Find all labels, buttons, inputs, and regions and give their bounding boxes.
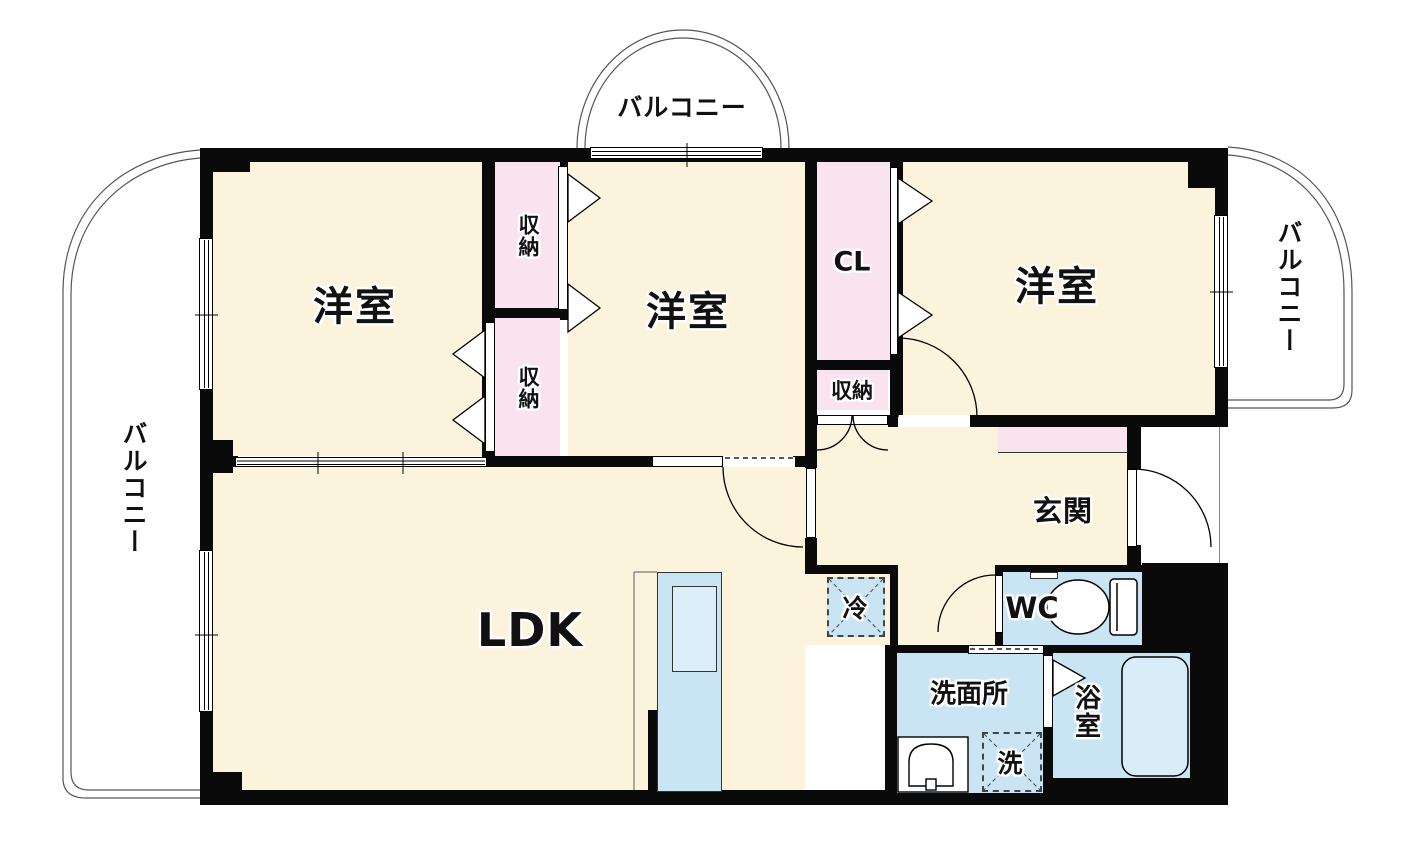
room3-window	[1214, 215, 1228, 368]
room3-label: 洋室	[1015, 264, 1099, 310]
room1-floor	[213, 162, 482, 456]
balcony-window-top	[590, 147, 763, 159]
room1-ldk-window	[235, 457, 487, 467]
wc-door	[995, 575, 1003, 633]
senmenjo-label: 洗面所	[929, 679, 1009, 710]
closet-bottom-box	[495, 318, 560, 456]
wall-corner	[200, 148, 250, 172]
wall-corner	[1188, 148, 1228, 188]
shuno-top-label: 収納	[516, 214, 540, 258]
wall-corner	[200, 772, 242, 805]
wall	[213, 456, 238, 467]
wall	[995, 565, 1142, 574]
room2-floor	[568, 162, 805, 456]
room2-sliding-door	[652, 456, 723, 467]
wall	[888, 415, 898, 427]
shuno-bottom-label: 収納	[516, 366, 540, 410]
balcony-right-label: バルコニー	[1274, 219, 1303, 355]
porch-area	[1141, 418, 1220, 563]
hall-closet-opening	[817, 415, 888, 425]
room1-window	[199, 238, 213, 390]
wall	[805, 162, 817, 468]
kitchen-sink	[672, 586, 717, 672]
balcony-left-label: バルコニー	[119, 420, 148, 556]
entrance-door	[1127, 469, 1137, 547]
wall	[805, 565, 898, 574]
wall	[805, 538, 817, 573]
washer-label: 洗	[997, 749, 1025, 778]
ldk-window	[199, 550, 213, 712]
senmenjo-sliding-door	[968, 645, 1044, 654]
hall-closet-box	[817, 370, 888, 410]
wall	[890, 573, 898, 653]
genkan-floor	[998, 453, 1127, 565]
yokushitsu-label: 浴室	[1070, 684, 1101, 740]
refrigerator-label: 冷	[842, 594, 870, 623]
wc-shelf	[1030, 572, 1058, 579]
wall	[970, 415, 1228, 427]
genkan-label: 玄関	[1032, 494, 1094, 528]
room3-door-opening	[898, 415, 970, 427]
room2-door-opening	[725, 457, 795, 467]
wall	[495, 308, 568, 318]
ldk-door	[806, 468, 816, 538]
cl-box	[817, 162, 890, 360]
wall	[817, 360, 890, 370]
cl-door	[890, 167, 898, 355]
wall	[1127, 418, 1141, 469]
room1-label: 洋室	[313, 284, 397, 330]
closet-top-box	[495, 162, 560, 310]
ldk-label: LDK	[476, 603, 584, 657]
wall	[805, 415, 817, 427]
wall	[482, 456, 654, 467]
shuno-hall-label: 収納	[831, 379, 873, 403]
balcony-top-label: バルコニー	[617, 93, 747, 122]
wall	[560, 300, 568, 320]
wc-label: WC	[1005, 591, 1059, 625]
closet-top-door	[558, 166, 568, 310]
room2-label: 洋室	[646, 289, 730, 335]
closet-bottom-door	[485, 322, 495, 452]
bathroom-folding-door	[1043, 655, 1053, 728]
cl-label: CL	[833, 246, 871, 278]
